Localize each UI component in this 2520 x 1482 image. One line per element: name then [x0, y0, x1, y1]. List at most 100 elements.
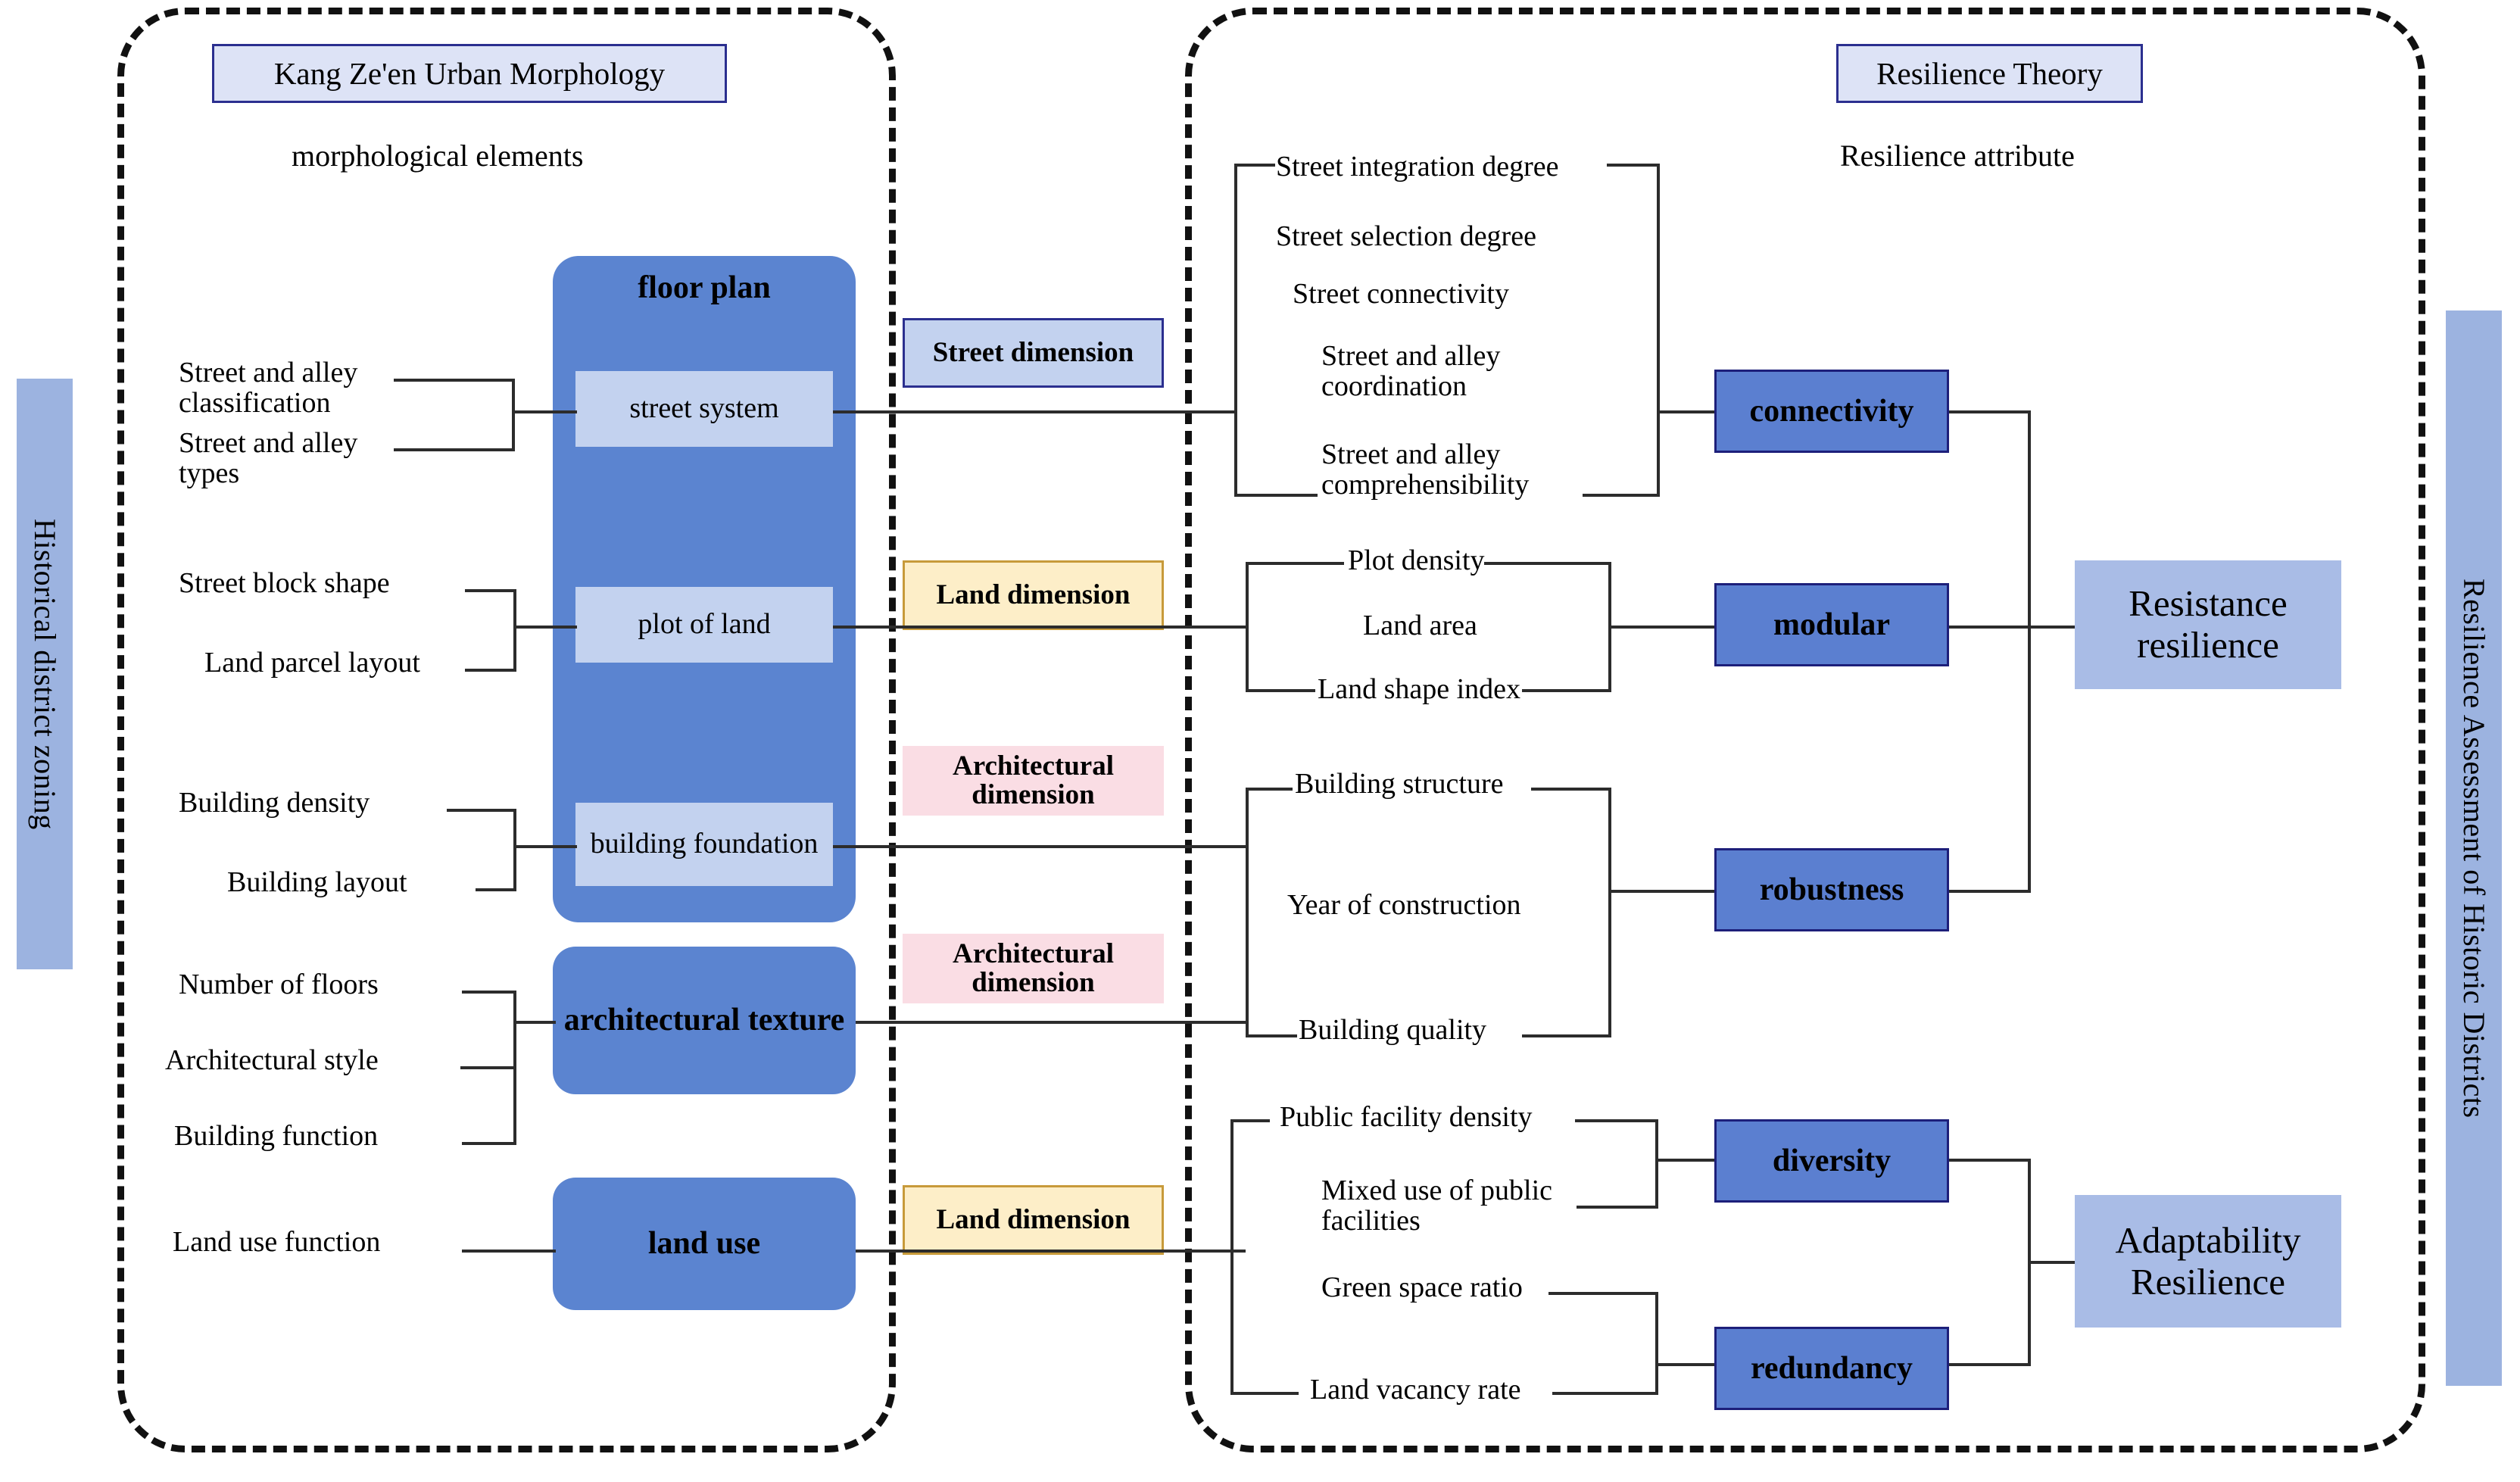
indicator-public-facility-density: Public facility density [1280, 1101, 1533, 1133]
rail-plot-of-land [833, 626, 1246, 629]
stem-redundancy [1655, 1363, 1714, 1366]
join-modular-out [1949, 626, 2031, 629]
connector-factor-5 [476, 888, 516, 891]
connector-foundation-stem [513, 845, 577, 848]
indicator-street-alley-coordination: Street and alley coordination [1321, 340, 1501, 403]
factor-land-parcel-layout: Land parcel layout [204, 647, 420, 679]
dimension-box-street[interactable]: Street dimension [903, 318, 1164, 388]
group-card-land-use[interactable]: land use [553, 1178, 856, 1310]
bracket-right-bottom-modular [1522, 689, 1611, 692]
indicator-street-selection-degree: Street selection degree [1276, 220, 1536, 252]
connector-texture-stem [513, 1021, 556, 1024]
inner-chip-plot-of-land[interactable]: plot of land [575, 587, 833, 663]
indicator-street-connectivity: Street connectivity [1293, 278, 1509, 310]
attribute-box-modular[interactable]: modular [1714, 583, 1949, 666]
indicator-street-integration-degree: Street integration degree [1276, 151, 1559, 183]
attribute-box-diversity[interactable]: diversity [1714, 1119, 1949, 1203]
stem-robustness [1608, 890, 1714, 893]
bracket-right-top-diversity [1575, 1119, 1658, 1122]
connector-factor-2 [465, 589, 516, 592]
indicator-green-space-ratio: Green space ratio [1321, 1271, 1523, 1303]
bracket-left-landuse [1230, 1119, 1233, 1393]
bracket-right-bottom-redundancy [1552, 1392, 1658, 1395]
factor-building-function: Building function [174, 1120, 379, 1152]
left-banner-text: Historical district zoning [28, 518, 62, 830]
left-dashed-panel [117, 8, 896, 1452]
inner-chip-building-foundation[interactable]: building foundation [575, 803, 833, 886]
connector-factor-3 [465, 669, 516, 672]
left-panel-subtitle: morphological elements [292, 138, 583, 173]
indicator-land-vacancy-rate: Land vacancy rate [1310, 1374, 1521, 1406]
indicator-plot-density: Plot density [1348, 544, 1485, 576]
join-robustness-out [1949, 890, 2031, 893]
connector-bracket-foundation [513, 809, 516, 891]
connector-factor-6 [462, 991, 516, 994]
join-resistance-stem [2028, 626, 2076, 629]
connector-factor-9 [462, 1250, 556, 1253]
factor-number-of-floors: Number of floors [179, 969, 379, 1000]
attribute-box-redundancy[interactable]: redundancy [1714, 1327, 1949, 1410]
attribute-box-robustness[interactable]: robustness [1714, 848, 1949, 931]
bracket-right-bottom-robustness [1522, 1034, 1611, 1037]
connector-bracket-street [512, 379, 515, 451]
dimension-box-arch-1[interactable]: Architectural dimension [903, 746, 1164, 816]
factor-architectural-style: Architectural style [165, 1044, 379, 1076]
bracket-left-top-landuse [1230, 1119, 1270, 1122]
bracket-left-top-connectivity [1234, 164, 1275, 167]
result-box-resistance-resilience[interactable]: Resistance resilience [2075, 560, 2341, 689]
factor-street-block-shape: Street block shape [179, 567, 390, 599]
join-redundancy-out [1949, 1363, 2031, 1366]
bracket-right-top-modular [1484, 562, 1611, 565]
bracket-right-top-robustness [1531, 788, 1611, 791]
right-panel-subtitle: Resilience attribute [1840, 138, 2075, 173]
join-rail-resistance [2028, 410, 2031, 891]
right-panel-title: Resilience Theory [1836, 44, 2143, 103]
indicator-year-of-construction: Year of construction [1287, 889, 1521, 921]
connector-street-system-stem [512, 410, 577, 413]
bracket-right-diversity [1655, 1119, 1658, 1209]
factor-street-alley-classification: Street and alley classification [179, 357, 358, 420]
indicator-building-structure: Building structure [1295, 768, 1504, 800]
dimension-box-land-1[interactable]: Land dimension [903, 560, 1164, 630]
rail-street-system [833, 410, 1234, 413]
result-box-adaptability-resilience[interactable]: Adaptability Resilience [2075, 1195, 2341, 1328]
right-side-banner: Resilience Assessment of Historic Distri… [2446, 310, 2502, 1386]
dimension-box-land-2[interactable]: Land dimension [903, 1185, 1164, 1255]
join-adaptability-stem [2028, 1261, 2076, 1264]
bracket-right-bottom-connectivity [1583, 494, 1660, 497]
rail-architectural-texture [856, 1021, 1246, 1024]
inner-chip-street-system[interactable]: street system [575, 371, 833, 447]
dimension-box-arch-2[interactable]: Architectural dimension [903, 934, 1164, 1003]
factor-building-density: Building density [179, 787, 370, 819]
bracket-left-bottom-connectivity [1234, 494, 1318, 497]
stem-connectivity [1657, 410, 1717, 413]
connector-factor-0 [394, 379, 515, 382]
bracket-left-bottom-robustness [1246, 1034, 1297, 1037]
bracket-left-bottom-landuse [1230, 1392, 1299, 1395]
factor-street-alley-types: Street and alley types [179, 427, 358, 490]
left-panel-title-text: Kang Ze'en Urban Morphology [273, 56, 666, 91]
bracket-left-connectivity [1234, 164, 1237, 497]
bracket-left-top-robustness [1246, 788, 1293, 791]
bracket-right-redundancy [1655, 1292, 1658, 1395]
indicator-mixed-use-of-public-facilities: Mixed use of public facilities [1321, 1175, 1553, 1237]
connector-bracket-texture [513, 991, 516, 1143]
indicator-land-area: Land area [1363, 610, 1477, 641]
bracket-right-top-connectivity [1607, 164, 1660, 167]
bracket-right-top-redundancy [1548, 1292, 1658, 1295]
indicator-land-shape-index: Land shape index [1318, 673, 1521, 705]
connector-bracket-plot [513, 589, 516, 671]
connector-factor-1 [394, 448, 515, 451]
attribute-box-connectivity[interactable]: connectivity [1714, 370, 1949, 453]
group-card-architectural-texture[interactable]: architectural texture [553, 947, 856, 1094]
right-dashed-panel [1185, 8, 2425, 1452]
indicator-street-alley-comprehensibility: Street and alley comprehensibility [1321, 438, 1530, 501]
right-panel-subtitle-text: Resilience attribute [1840, 139, 2075, 173]
indicator-building-quality: Building quality [1299, 1014, 1487, 1046]
bracket-left-bottom-modular [1246, 689, 1315, 692]
connector-factor-8 [462, 1142, 516, 1145]
rail-land-use [856, 1250, 1246, 1253]
left-side-banner: Historical district zoning [17, 379, 73, 969]
bracket-left-robustness [1246, 788, 1249, 1037]
